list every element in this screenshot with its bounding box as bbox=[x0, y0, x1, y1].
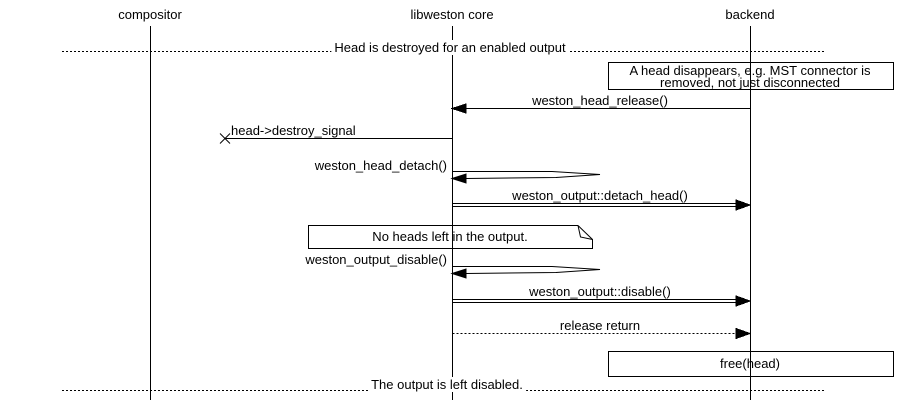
message-label-weston-head-detach: weston_head_detach() bbox=[314, 158, 447, 173]
comment-box-head-disappears bbox=[608, 62, 894, 90]
note-box-no-heads bbox=[308, 225, 593, 249]
arrow-weston-head-release bbox=[450, 103, 751, 114]
message-label-weston-head-release: weston_head_release() bbox=[532, 93, 668, 108]
divider-label-head-destroyed: Head is destroyed for an enabled output bbox=[331, 40, 569, 55]
comment-text-line1: A head disappears, e.g. MST connector is bbox=[629, 63, 871, 78]
arrow-head-destroy-signal bbox=[219, 133, 453, 144]
comment-text-line2: removed, not just disconnected bbox=[660, 75, 840, 90]
action-box-label-free-head: free(head) bbox=[720, 356, 780, 371]
participant-label-backend: backend bbox=[725, 7, 775, 22]
arrow-release-return bbox=[452, 327, 752, 340]
message-label-weston-output-disable: weston_output_disable() bbox=[305, 252, 447, 267]
arrow-weston-output-detach-head bbox=[452, 199, 752, 211]
self-arrow-weston-head-detach bbox=[450, 171, 601, 184]
message-label-release-return: release return bbox=[559, 318, 641, 333]
arrow-weston-output-disable-call bbox=[452, 295, 752, 307]
message-label-head-destroy-signal: head->destroy_signal bbox=[231, 123, 356, 138]
participant-label-compositor: compositor bbox=[118, 7, 182, 22]
message-label-weston-output-detach-head: weston_output::detach_head() bbox=[512, 188, 688, 203]
participant-label-libweston-core: libweston core bbox=[410, 7, 494, 22]
self-arrow-weston-output-disable bbox=[450, 266, 601, 279]
action-box-free-head bbox=[608, 351, 894, 377]
note-text-no-heads: No heads left in the output. bbox=[372, 229, 528, 244]
divider-label-output-disabled: The output is left disabled. bbox=[368, 377, 526, 392]
message-label-weston-output-disable-call: weston_output::disable() bbox=[529, 284, 671, 299]
